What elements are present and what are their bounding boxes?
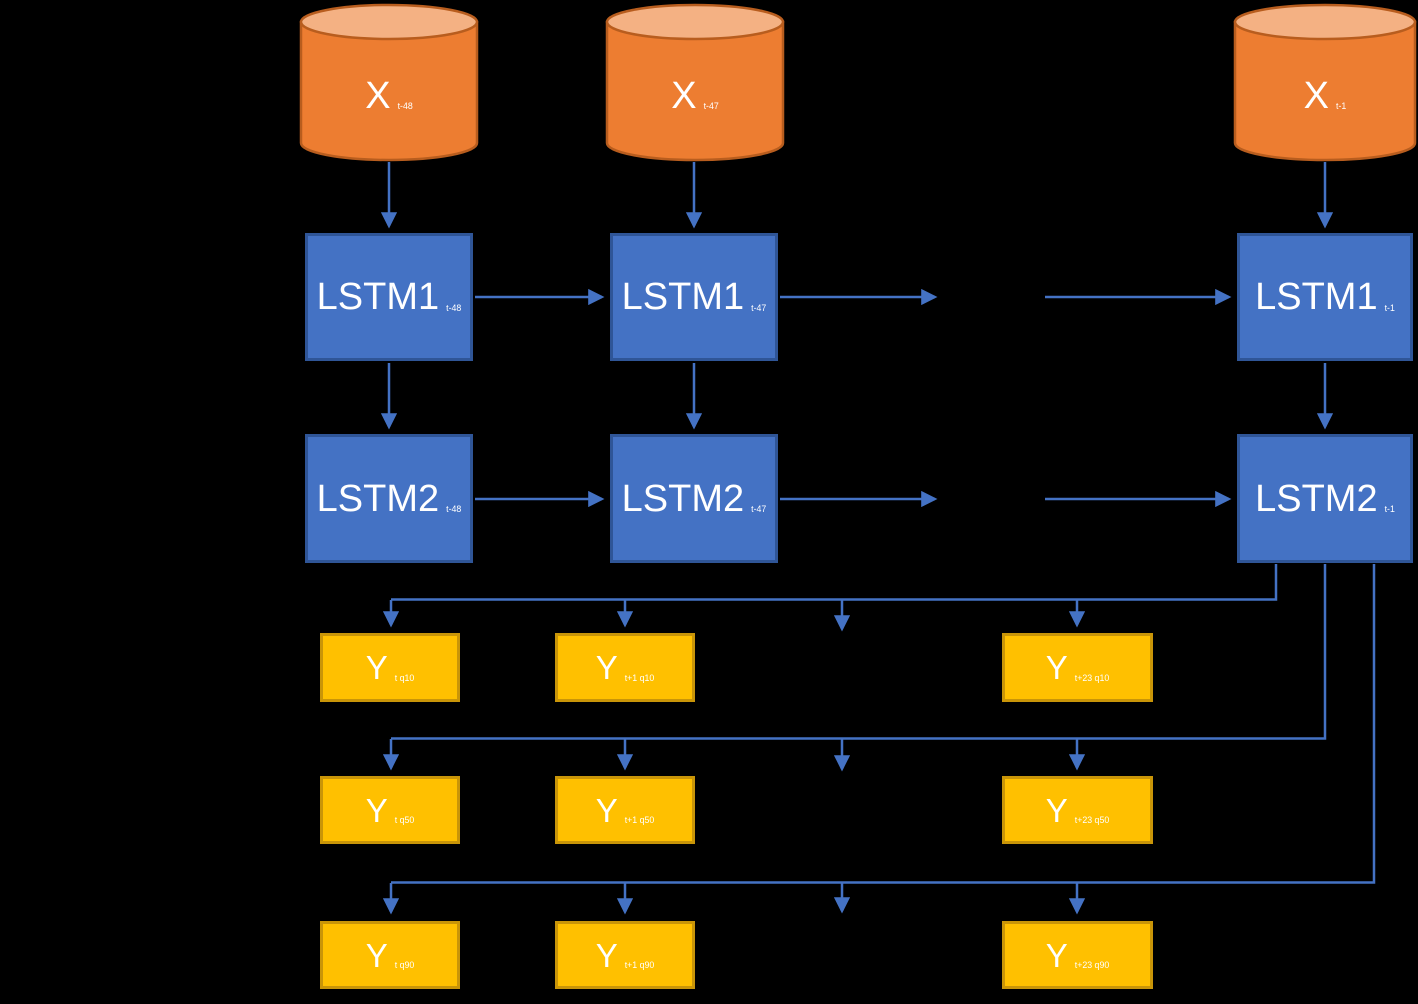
node-label-main: LSTM2 — [316, 477, 440, 520]
node-label-subscript: t+1 q90 — [624, 960, 655, 971]
lstm2-t-1: LSTM2 t-1 — [1237, 434, 1413, 563]
node-label: LSTM2 t-48 — [317, 480, 462, 518]
node-label-subscript: t-48 — [397, 101, 413, 112]
node-label-subscript: t-1 — [1384, 504, 1395, 515]
node-label-main: Y — [595, 649, 618, 686]
database-cylinder-icon — [299, 20, 479, 162]
node-label-main: Y — [365, 936, 388, 974]
node-label-subscript: t q90 — [394, 960, 415, 971]
node-label-subscript: t-1 — [1384, 302, 1395, 313]
lstm1-t-48: LSTM1 t-48 — [305, 233, 473, 361]
node-label-main: LSTM2 — [621, 477, 745, 520]
connector-line — [391, 564, 1327, 740]
node-label-main: LSTM1 — [1255, 276, 1378, 318]
node-label-subscript: t-47 — [751, 302, 767, 313]
database-cylinder-icon — [605, 20, 785, 162]
node-label: LSTM2 t-47 — [622, 480, 767, 518]
node-label-main: Y — [1045, 649, 1068, 686]
lstm2-t-47: LSTM2 t-47 — [610, 434, 778, 563]
node-label-main: Y — [595, 791, 618, 829]
node-label: LSTM1 t-47 — [622, 278, 767, 316]
lstm1-t-1: LSTM1 t-1 — [1237, 233, 1413, 361]
node-label-subscript: t+1 q10 — [624, 672, 655, 683]
lstm1-t-47: LSTM1 t-47 — [610, 233, 778, 361]
node-label-subscript: t q10 — [394, 672, 415, 683]
node-label-subscript: t+1 q50 — [624, 815, 655, 826]
node-label-subscript: t-47 — [751, 504, 767, 515]
node-label-main: Y — [365, 649, 388, 686]
node-label-subscript: t+23 q10 — [1074, 672, 1110, 683]
database-cylinder-top-icon — [299, 3, 479, 41]
node-label-main: Y — [365, 791, 388, 829]
node-label-subscript: t-1 — [1336, 101, 1347, 112]
node-label-subscript: t+23 q50 — [1074, 815, 1110, 826]
node-label-subscript: t+23 q90 — [1074, 960, 1110, 971]
database-cylinder-top-icon — [1233, 3, 1417, 41]
node-label-main: LSTM1 — [621, 276, 745, 318]
node-label-main: LSTM2 — [1255, 477, 1378, 520]
node-label-subscript: t-48 — [446, 302, 462, 313]
node-label: LSTM1 t-48 — [317, 278, 462, 316]
node-label-main: X — [365, 74, 391, 117]
connector-line — [391, 564, 1376, 884]
node-label-subscript: t-48 — [446, 504, 462, 515]
node-label-main: X — [1303, 74, 1330, 117]
node-label-main: X — [671, 74, 697, 117]
node-label: LSTM2 t-1 — [1255, 480, 1395, 518]
node-label-main: Y — [1045, 791, 1068, 829]
node-label-subscript: t-47 — [703, 101, 719, 112]
node-label-subscript: t q50 — [394, 815, 415, 826]
node-label-main: Y — [595, 936, 618, 974]
node-label-main: LSTM1 — [316, 276, 440, 318]
node-label-main: Y — [1045, 936, 1068, 974]
connector-line — [391, 564, 1278, 601]
database-cylinder-top-icon — [605, 3, 785, 41]
node-label: LSTM1 t-1 — [1255, 278, 1395, 316]
lstm2-t-48: LSTM2 t-48 — [305, 434, 473, 563]
database-cylinder-icon — [1233, 20, 1417, 162]
